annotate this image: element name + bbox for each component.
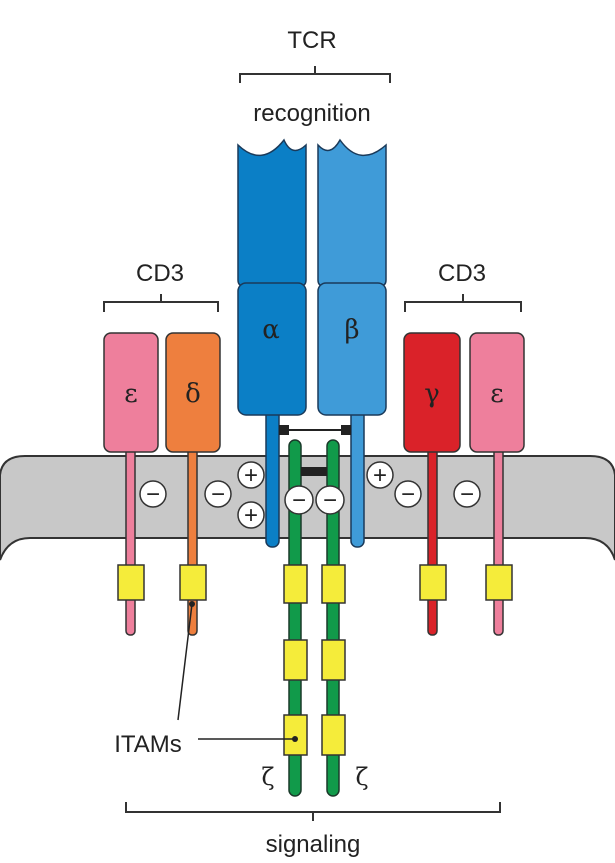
beta-stalk (350, 404, 365, 548)
cd3-left-bracket (103, 294, 219, 312)
signaling-label: signaling (266, 831, 361, 858)
zeta-itams (283, 564, 346, 756)
zeta-chain-left (288, 439, 302, 797)
zeta-chain-right (326, 439, 340, 797)
tcr-label: TCR (287, 27, 336, 54)
disulfide-marker (279, 425, 289, 435)
zeta-right-label: ζ (355, 763, 368, 791)
alpha-label: α (262, 315, 280, 345)
epsilon-right-stalk (493, 444, 504, 636)
svg-text:+: + (244, 462, 258, 489)
itam (419, 564, 447, 601)
plus-charge: + (366, 461, 394, 489)
svg-text:−: − (211, 481, 225, 508)
minus-charge: − (139, 480, 167, 508)
svg-text:−: − (292, 487, 306, 514)
beta-variable-domain (317, 138, 387, 287)
plus-charge: + (237, 501, 265, 529)
gamma-label: γ (424, 379, 440, 409)
svg-text:+: + (373, 462, 387, 489)
minus-charge: − (315, 485, 345, 515)
cd3-right-label: CD3 (438, 260, 486, 287)
zeta-disulfide (301, 467, 327, 476)
itam (283, 564, 308, 604)
itam (321, 639, 346, 681)
zeta-left-label: ζ (261, 763, 274, 791)
itam (283, 639, 308, 681)
epsilon-left-stalk (125, 444, 136, 636)
gamma-domain (403, 332, 461, 453)
itam (117, 564, 145, 601)
beta-label: β (344, 315, 359, 345)
itam (321, 714, 346, 756)
minus-charge: − (453, 480, 481, 508)
recognition-label: recognition (253, 100, 370, 127)
cd3-right-bracket (404, 294, 522, 312)
epsilon-left-label: ε (124, 379, 137, 409)
itam (179, 564, 207, 601)
itam (321, 564, 346, 604)
disulfide-marker (341, 425, 351, 435)
epsilon-right-label: ε (490, 379, 503, 409)
delta-domain (165, 332, 221, 453)
minus-charge: − (284, 485, 314, 515)
itam (283, 714, 308, 756)
svg-text:+: + (244, 502, 258, 529)
minus-charge: − (204, 480, 232, 508)
itam (485, 564, 513, 601)
gamma-stalk (427, 444, 438, 636)
tcr-bracket (239, 66, 391, 83)
epsilon-left-domain (103, 332, 159, 453)
alpha-variable-domain (237, 138, 307, 287)
itams-pointer (177, 603, 295, 740)
alpha-constant-domain (237, 282, 307, 416)
charges: − − + + − − + − − (139, 461, 481, 529)
svg-text:−: − (146, 481, 160, 508)
delta-label: δ (185, 379, 201, 409)
epsilon-right-domain (469, 332, 525, 453)
alpha-stalk (265, 404, 280, 548)
itams-label: ITAMs (114, 731, 182, 758)
svg-text:−: − (460, 481, 474, 508)
plus-charge: + (237, 461, 265, 489)
beta-constant-domain (317, 282, 387, 416)
svg-text:−: − (323, 487, 337, 514)
signaling-bracket (125, 802, 501, 821)
minus-charge: − (394, 480, 422, 508)
cd3-left-label: CD3 (136, 260, 184, 287)
svg-text:−: − (401, 481, 415, 508)
